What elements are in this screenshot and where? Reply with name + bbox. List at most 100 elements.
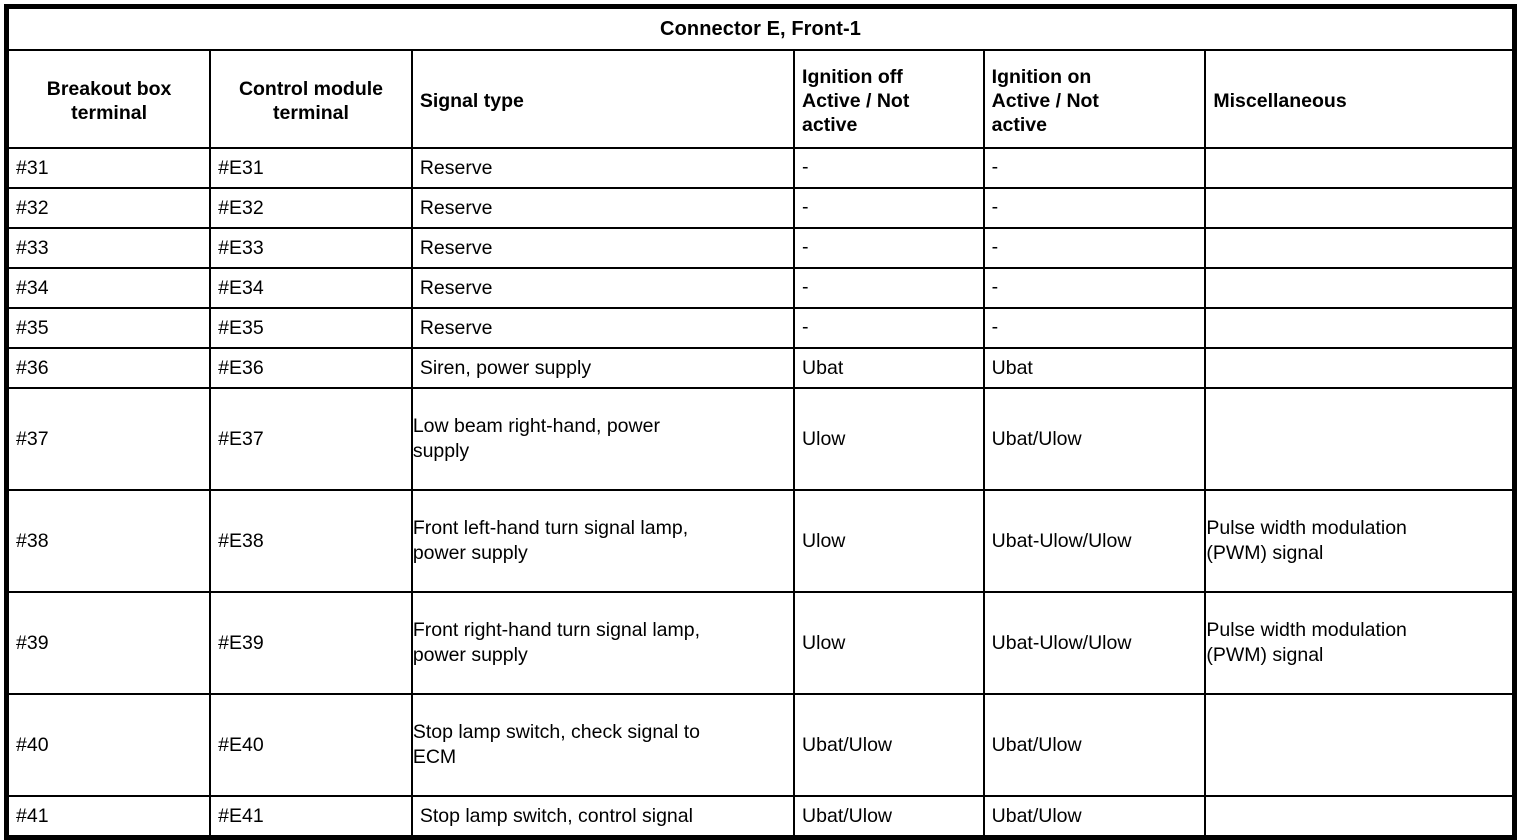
cell-signal-type-line: supply bbox=[412, 440, 470, 462]
cell-breakout-box-terminal-text: #39 bbox=[16, 631, 49, 654]
cell-miscellaneous-text bbox=[1206, 277, 1220, 299]
cell-ignition-off-text: - bbox=[802, 275, 809, 298]
cell-control-module-terminal: #E38 bbox=[209, 489, 413, 593]
cell-ignition-off-text: - bbox=[802, 195, 809, 218]
table-row: #39 #E39 Front right-hand turn signal lamp… bbox=[5, 591, 1516, 695]
cell-signal-type-text: Reserve bbox=[419, 196, 493, 219]
cell-ignition-on: - bbox=[982, 187, 1207, 229]
cell-control-module-terminal-text: #E32 bbox=[218, 196, 264, 219]
column-header-control-module-terminal: Control module terminal bbox=[209, 49, 413, 149]
cell-signal-type-text: Low beam right-hand, power supply bbox=[413, 390, 793, 487]
cell-miscellaneous bbox=[1204, 347, 1516, 389]
cell-miscellaneous bbox=[1204, 187, 1516, 229]
cell-ignition-on-text: - bbox=[991, 315, 999, 338]
cell-breakout-box-terminal-text: #40 bbox=[16, 733, 49, 756]
cell-miscellaneous-line: (PWM) signal bbox=[1206, 644, 1324, 666]
cell-signal-type-line: power supply bbox=[412, 542, 528, 564]
column-header-line: terminal bbox=[71, 101, 147, 124]
cell-ignition-off-text: Ulow bbox=[802, 529, 846, 552]
cell-signal-type-line: Front left-hand turn signal lamp, bbox=[412, 517, 689, 539]
cell-control-module-terminal-text: #E40 bbox=[218, 733, 264, 756]
cell-signal-type: Reserve bbox=[410, 267, 796, 309]
cell-ignition-on: Ubat-Ulow/Ulow bbox=[982, 489, 1207, 593]
cell-signal-type: Reserve bbox=[410, 147, 796, 189]
cell-ignition-on-text: Ubat bbox=[991, 356, 1033, 379]
column-header-signal-type: Signal type bbox=[410, 49, 796, 149]
cell-signal-type: Siren, power supply bbox=[410, 347, 796, 389]
cell-breakout-box-terminal: #31 bbox=[5, 147, 212, 189]
connector-pinout-table: Connector E, Front-1 Breakout box termin… bbox=[4, 4, 1517, 840]
cell-breakout-box-terminal: #32 bbox=[5, 187, 212, 229]
cell-breakout-box-terminal-text: #31 bbox=[16, 156, 49, 179]
column-header-line: Miscellaneous bbox=[1213, 89, 1347, 112]
table-row: #38 #E38 Front left-hand turn signal lamp,… bbox=[5, 489, 1516, 593]
cell-ignition-off: Ulow bbox=[793, 591, 985, 695]
cell-ignition-off: Ubat bbox=[793, 347, 985, 389]
table-title: Connector E, Front-1 bbox=[5, 5, 1516, 51]
cell-ignition-on-text: - bbox=[991, 155, 999, 178]
column-header-breakout-box-terminal: Breakout box terminal bbox=[5, 49, 212, 149]
cell-miscellaneous-text: Pulse width modulation (PWM) signal bbox=[1206, 594, 1512, 691]
cell-control-module-terminal: #E32 bbox=[209, 187, 413, 229]
cell-miscellaneous bbox=[1204, 147, 1516, 189]
cell-control-module-terminal: #E36 bbox=[209, 347, 413, 389]
cell-signal-type: Reserve bbox=[410, 307, 796, 349]
cell-ignition-off-text: Ubat/Ulow bbox=[802, 804, 892, 827]
cell-miscellaneous-line: Pulse width modulation bbox=[1206, 517, 1407, 539]
cell-control-module-terminal-text: #E38 bbox=[218, 529, 264, 552]
cell-signal-type: Front left-hand turn signal lamp, power s… bbox=[410, 489, 796, 593]
cell-ignition-off-text: - bbox=[802, 235, 809, 258]
cell-miscellaneous: Pulse width modulation (PWM) signal bbox=[1204, 591, 1516, 695]
column-header-line: active bbox=[991, 113, 1047, 136]
cell-miscellaneous-text bbox=[1206, 197, 1220, 219]
cell-breakout-box-terminal-text: #32 bbox=[16, 196, 49, 219]
cell-miscellaneous-text bbox=[1206, 237, 1220, 259]
cell-ignition-off: - bbox=[793, 307, 985, 349]
cell-ignition-off-text: - bbox=[802, 315, 809, 338]
cell-signal-type: Front right-hand turn signal lamp,power … bbox=[410, 591, 796, 695]
cell-control-module-terminal: #E37 bbox=[209, 387, 413, 491]
cell-ignition-off: - bbox=[793, 147, 985, 189]
cell-breakout-box-terminal: #38 bbox=[5, 489, 212, 593]
cell-miscellaneous bbox=[1204, 267, 1516, 309]
cell-breakout-box-terminal-text: #37 bbox=[16, 427, 49, 450]
cell-signal-type-text: Front right-hand turn signal lamp,power … bbox=[413, 594, 793, 691]
cell-ignition-on-text: - bbox=[991, 195, 999, 218]
cell-breakout-box-terminal: #41 bbox=[5, 795, 212, 839]
cell-control-module-terminal-text: #E33 bbox=[218, 236, 264, 259]
table-header-row: Breakout box terminal Control module ter… bbox=[5, 49, 1516, 149]
column-header-miscellaneous: Miscellaneous bbox=[1204, 49, 1516, 149]
cell-ignition-off-text: Ulow bbox=[802, 631, 846, 654]
table-row: #40 #E40 Stop lamp switch, check signal to… bbox=[5, 693, 1516, 797]
cell-breakout-box-terminal-text: #41 bbox=[16, 804, 49, 827]
cell-breakout-box-terminal: #33 bbox=[5, 227, 212, 269]
cell-control-module-terminal-text: #E41 bbox=[218, 804, 264, 827]
cell-breakout-box-terminal: #36 bbox=[5, 347, 212, 389]
cell-signal-type-line: Low beam right-hand, power bbox=[412, 415, 660, 437]
cell-miscellaneous bbox=[1204, 227, 1516, 269]
cell-miscellaneous bbox=[1204, 387, 1516, 491]
cell-signal-type: Reserve bbox=[410, 187, 796, 229]
cell-ignition-on: Ubat-Ulow/Ulow bbox=[982, 591, 1207, 695]
cell-signal-type: Low beam right-hand, power supply bbox=[410, 387, 796, 491]
column-header-line: Breakout box bbox=[46, 77, 172, 100]
cell-control-module-terminal-text: #E35 bbox=[218, 316, 264, 339]
cell-ignition-off: Ubat/Ulow bbox=[793, 795, 985, 839]
column-header-ignition-on: Ignition on Active / Not active bbox=[982, 49, 1207, 149]
cell-miscellaneous bbox=[1204, 693, 1516, 797]
cell-miscellaneous-line: Pulse width modulation bbox=[1206, 619, 1407, 641]
table-title-row: Connector E, Front-1 bbox=[5, 5, 1516, 51]
column-header-line: Ignition on bbox=[991, 65, 1092, 88]
cell-ignition-on-text: - bbox=[991, 235, 999, 258]
cell-breakout-box-terminal-text: #34 bbox=[16, 276, 49, 299]
cell-control-module-terminal-text: #E39 bbox=[218, 631, 264, 654]
cell-signal-type-text: Siren, power supply bbox=[419, 356, 592, 379]
cell-miscellaneous-text bbox=[1206, 317, 1220, 339]
cell-breakout-box-terminal: #35 bbox=[5, 307, 212, 349]
